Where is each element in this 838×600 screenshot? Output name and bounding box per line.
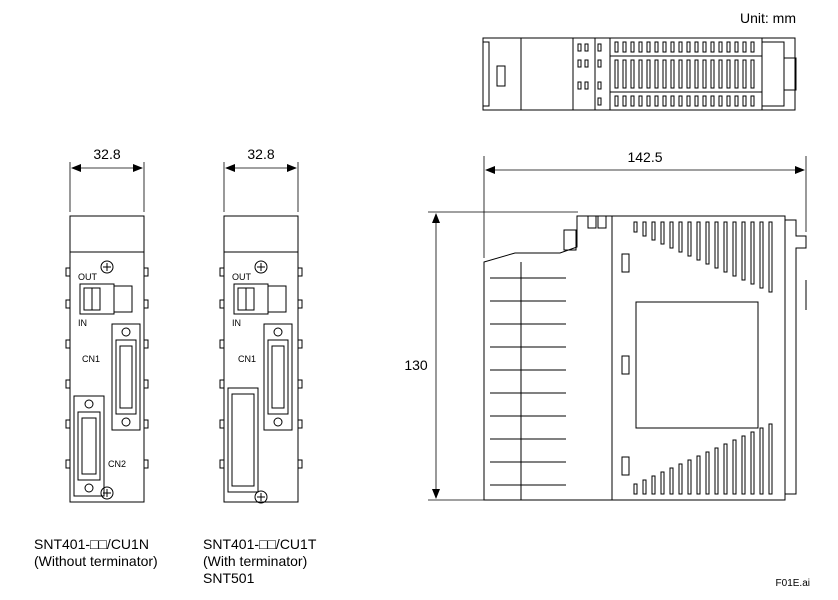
caption-left: SNT401-□□/CU1N (Without terminator) <box>34 536 158 570</box>
cn1-label-middle: CN1 <box>238 354 256 364</box>
dimension-width-middle-label: 32.8 <box>247 146 274 162</box>
top-view-vents <box>577 41 755 107</box>
out-label-middle: OUT <box>232 272 252 282</box>
side-view <box>483 215 807 501</box>
figure-id: F01E.ai <box>776 578 810 589</box>
caption-middle-alt-model: SNT501 <box>203 570 255 586</box>
in-label-left: IN <box>78 318 87 328</box>
cn1-label-left: CN1 <box>82 354 100 364</box>
top-view <box>482 37 797 111</box>
dimension-height-label: 130 <box>404 357 428 373</box>
dimension-lines <box>69 156 807 501</box>
caption-left-note: (Without terminator) <box>34 553 158 569</box>
caption-middle: SNT401-□□/CU1T (With terminator) SNT501 <box>203 536 316 587</box>
side-view-fins <box>490 221 773 495</box>
cn2-label-left: CN2 <box>108 459 126 469</box>
in-label-middle: IN <box>232 318 241 328</box>
dimension-depth-label: 142.5 <box>627 149 662 165</box>
caption-middle-note: (With terminator) <box>203 553 308 569</box>
front-view-left <box>65 215 149 503</box>
caption-left-model: SNT401-□□/CU1N <box>34 536 149 552</box>
out-label-left: OUT <box>78 272 98 282</box>
front-view-middle <box>219 215 303 504</box>
dimension-width-left-label: 32.8 <box>93 146 120 162</box>
caption-middle-model: SNT401-□□/CU1T <box>203 536 317 552</box>
unit-label: Unit: mm <box>740 10 796 26</box>
